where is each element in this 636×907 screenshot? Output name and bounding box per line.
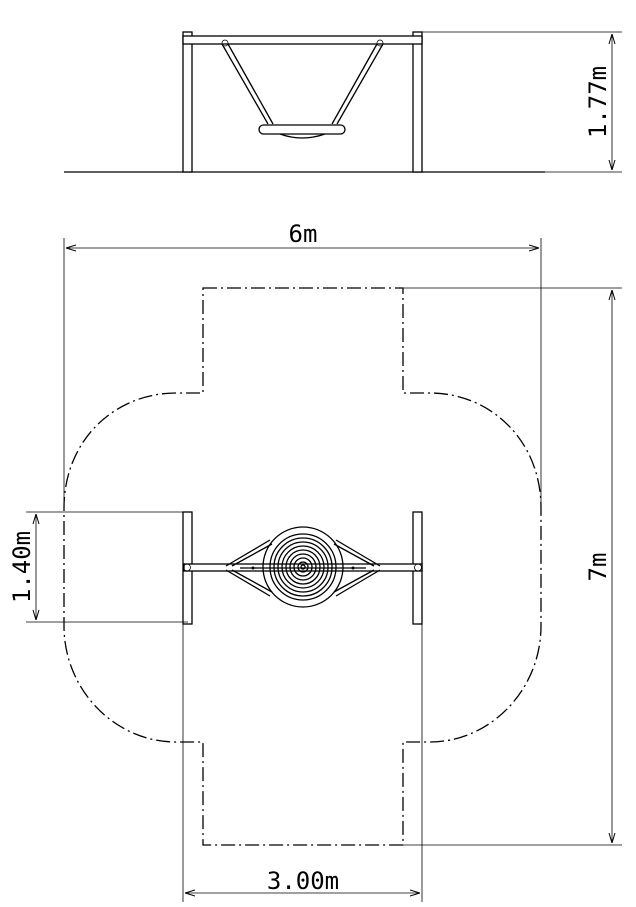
beam-length-dimension: 1.40m — [8, 511, 188, 623]
side-elevation-view: 1.77m — [64, 31, 622, 173]
left-post — [182, 31, 193, 173]
height-label: 1.77m — [584, 66, 612, 138]
nest-seat-plan — [262, 526, 344, 608]
seat-hangers — [221, 39, 384, 125]
plan-view: 6m 7m 1.40m 3.00m — [8, 220, 622, 902]
total-depth-dimension: 7m — [403, 287, 622, 846]
frame-width-label: 3.00m — [267, 867, 339, 895]
left-end-cap — [183, 563, 191, 572]
total-width-dimension: 6m — [63, 220, 542, 508]
seat-side — [258, 124, 346, 139]
hanger-arms-plan — [225, 539, 381, 597]
right-end-cap — [414, 563, 422, 572]
top-crossbar — [182, 35, 423, 45]
right-post — [412, 31, 423, 173]
height-dimension: 1.77m — [422, 31, 622, 173]
total-width-label: 6m — [289, 220, 318, 248]
total-depth-label: 7m — [584, 553, 612, 582]
frame-width-dimension: 3.00m — [182, 624, 423, 902]
beam-length-label: 1.40m — [8, 531, 36, 603]
